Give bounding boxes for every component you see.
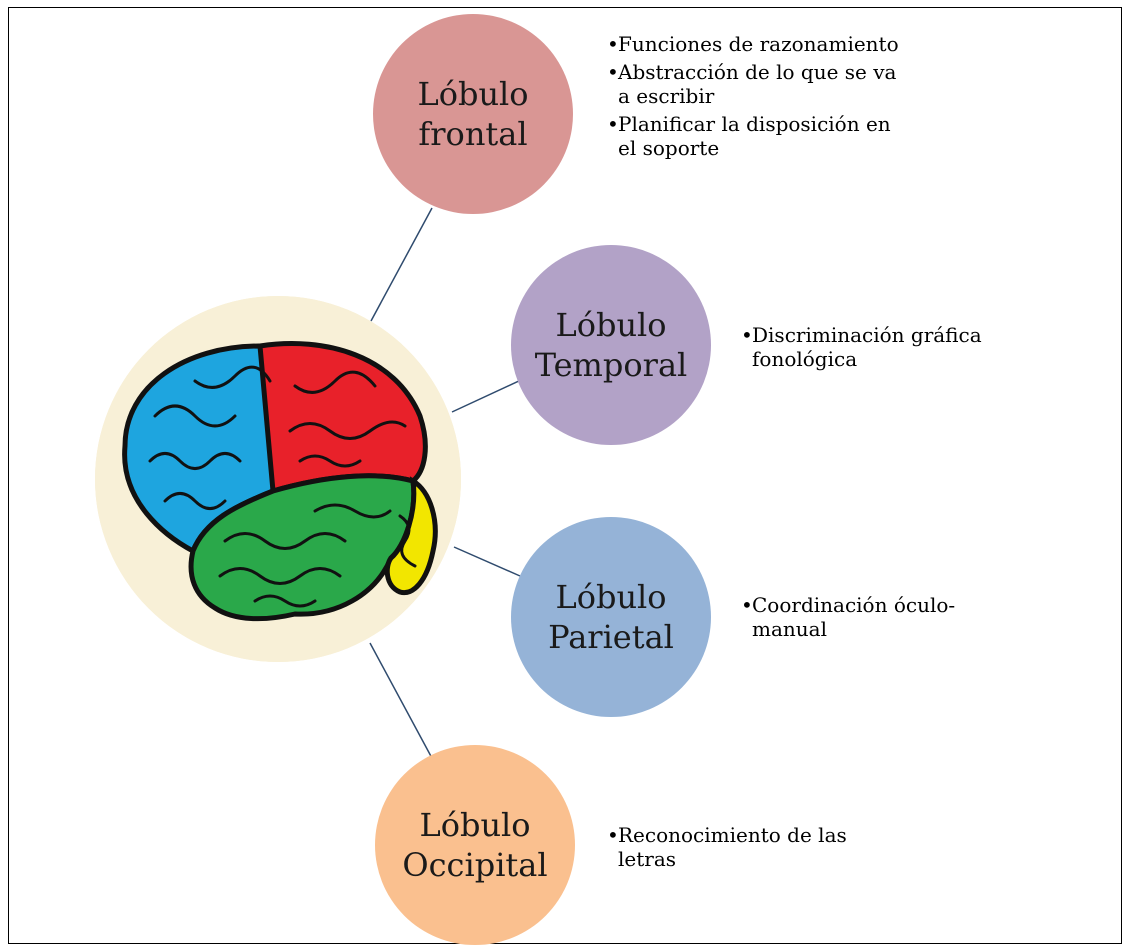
lobe-temporal-label: Lóbulo Temporal bbox=[534, 306, 688, 384]
list-item: Discriminación gráfica fonológica bbox=[741, 323, 1041, 371]
brain-illustration bbox=[95, 296, 461, 662]
temporal-functions-list: Discriminación gráfica fonológica bbox=[741, 323, 1041, 375]
connector-temporal bbox=[451, 379, 522, 413]
lobe-occipital-node: Lóbulo Occipital bbox=[375, 745, 575, 945]
connector-occipital bbox=[369, 642, 434, 761]
lobe-frontal-node: Lóbulo frontal bbox=[373, 14, 573, 214]
parietal-functions-list: Coordinación óculo-manual bbox=[741, 593, 1011, 645]
connector-frontal bbox=[370, 207, 433, 322]
lobe-occipital-label: Lóbulo Occipital bbox=[402, 806, 548, 884]
list-item: Planificar la disposición en el soporte bbox=[607, 112, 912, 160]
list-item: Funciones de razonamiento bbox=[607, 32, 912, 56]
brain-image bbox=[95, 296, 461, 662]
occipital-functions-list: Reconocimiento de las letras bbox=[607, 823, 897, 875]
list-item: Coordinación óculo-manual bbox=[741, 593, 1011, 641]
lobe-temporal-node: Lóbulo Temporal bbox=[511, 245, 711, 445]
lobe-parietal-node: Lóbulo Parietal bbox=[511, 517, 711, 717]
lobe-frontal-label: Lóbulo frontal bbox=[417, 75, 529, 153]
connector-parietal bbox=[453, 546, 521, 577]
frontal-functions-list: Funciones de razonamiento Abstracción de… bbox=[607, 32, 912, 164]
list-item: Abstracción de lo que se va a escribir bbox=[607, 60, 912, 108]
list-item: Reconocimiento de las letras bbox=[607, 823, 897, 871]
lobe-parietal-label: Lóbulo Parietal bbox=[548, 578, 674, 656]
